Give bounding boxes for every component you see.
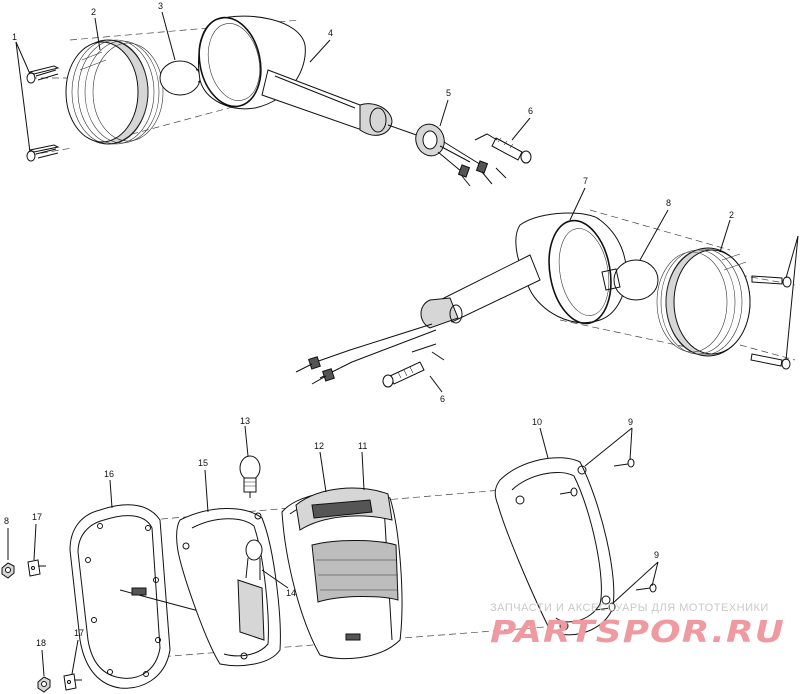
lens-part-2: [65, 39, 164, 145]
bracket-part-15: [176, 508, 281, 667]
callout-labels: 1 2 3 4 5 6 7 8 2 6 13 15 16 12 11 10 9 …: [4, 1, 734, 648]
callout-12: 12: [314, 441, 324, 451]
callout-6b: 6: [440, 394, 445, 404]
callout-13: 13: [240, 416, 250, 426]
callout-18: 18: [36, 638, 46, 648]
screw-part-9: [635, 583, 657, 593]
callout-7: 7: [583, 176, 588, 186]
callout-6: 6: [528, 106, 533, 116]
callout-2b: 2: [729, 210, 734, 220]
nut-part-8: [1, 562, 15, 579]
watermark-tagline: ЗАПЧАСТИ И АКСЕССУАРЫ ДЛЯ МОТОТЕХНИКИ: [490, 602, 769, 614]
bolt-part-6: [382, 343, 445, 388]
housing-part-4: [198, 15, 393, 136]
callout-8: 8: [666, 198, 671, 208]
screw-part-1: [26, 65, 60, 84]
screw-part-9: [613, 458, 635, 468]
clip-part-17: [63, 673, 82, 691]
callout-8b: 8: [4, 516, 9, 526]
callout-9: 9: [628, 417, 633, 427]
watermark: ЗАПЧАСТИ И АКСЕССУАРЫ ДЛЯ МОТОТЕХНИКИ PA…: [490, 602, 785, 650]
callout-9b: 9: [654, 550, 659, 560]
callout-1: 1: [12, 32, 17, 42]
bulb-part-13: [239, 455, 261, 498]
bolt-part-6: [474, 133, 532, 164]
callout-11: 11: [358, 441, 367, 451]
callout-17b: 17: [74, 628, 84, 638]
front-turn-signal-assembly: [15, 15, 532, 187]
nut-part-18: [37, 676, 51, 693]
grommet-part-5: [387, 123, 507, 187]
tail-light-assembly: [1, 11, 731, 693]
screw-part-9: [595, 602, 616, 612]
screw-part-9: [559, 487, 578, 497]
callout-3: 3: [158, 1, 163, 11]
housing-part-7: [420, 212, 627, 329]
callout-2: 2: [91, 7, 96, 17]
callout-4: 4: [328, 28, 333, 38]
callout-14: 14: [286, 588, 296, 598]
callout-17: 17: [32, 512, 42, 522]
rear-turn-signal-assembly: [295, 209, 799, 388]
socket-part-14: [245, 539, 263, 580]
bezel-part-10: [494, 457, 615, 636]
callout-5: 5: [446, 88, 451, 98]
callout-15: 15: [198, 458, 208, 468]
callout-16: 16: [104, 469, 114, 479]
screw-part-1: [751, 275, 792, 288]
watermark-brand: PARTSPOR.RU: [490, 615, 785, 650]
screw-part-1: [26, 144, 60, 162]
callout-10: 10: [532, 417, 542, 427]
bulb-part-8: [601, 259, 659, 301]
wire-harness: [295, 323, 437, 385]
lens-part-11: [295, 487, 399, 641]
screw-part-1: [750, 353, 791, 370]
lens-part-2: [656, 247, 751, 357]
clip-part-17: [27, 559, 46, 577]
gasket-part-16: [69, 504, 241, 689]
